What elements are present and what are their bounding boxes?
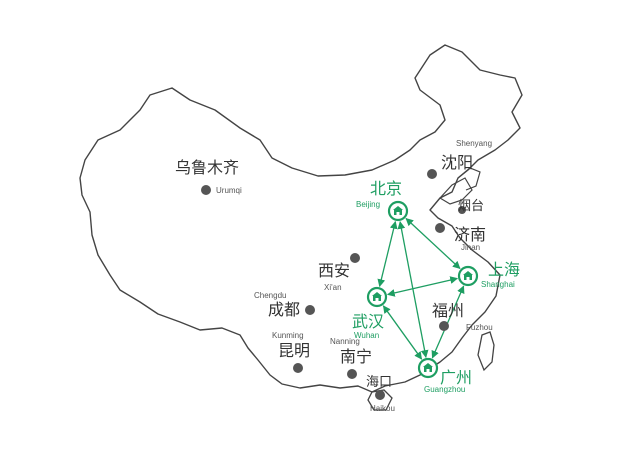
city-dot [458, 206, 466, 214]
china-outline [79, 44, 523, 393]
city-label-cn: 南宁 [340, 347, 372, 366]
city-dot [305, 305, 315, 315]
hub-shanghai: 上海 Shanghai [481, 260, 520, 289]
taiwan-island [477, 331, 495, 372]
city-dot [375, 390, 385, 400]
city-jinan: 济南 Jinan [435, 223, 486, 252]
city-dot [201, 185, 211, 195]
city-label-en: Shenyang [456, 139, 492, 148]
city-label-cn: 西安 [318, 261, 350, 280]
city-label-cn: 沈阳 [441, 153, 473, 172]
city-dot [427, 169, 437, 179]
hub-beijing: 北京 Beijing [356, 179, 402, 209]
city-label-cn: 济南 [454, 225, 486, 244]
city-dot [293, 363, 303, 373]
city-chengdu: Chengdu 成都 [254, 291, 315, 319]
city-dot [350, 253, 360, 263]
city-label-en: Urumqi [216, 186, 242, 195]
warehouse-icon [417, 357, 439, 379]
hub-icons [366, 200, 479, 379]
city-dot [435, 223, 445, 233]
route-beijing-guangzhou [397, 221, 429, 358]
city-label-cn: 昆明 [278, 341, 310, 360]
city-xian: 西安 Xi'an [318, 253, 360, 292]
hub-label-cn: 武汉 [352, 312, 384, 331]
city-label-cn: 福州 [432, 301, 464, 320]
city-haikou: 海口 Haikou [366, 375, 395, 413]
city-kunming: Kunming 昆明 [272, 331, 310, 373]
city-urumqi: 乌鲁木齐 Urumqi [175, 158, 242, 195]
route-wuhan-guangzhou [382, 305, 423, 360]
city-fuzhou: 福州 Fuzhou [432, 301, 493, 332]
city-label-en: Haikou [370, 404, 395, 413]
city-label-cn: 海口 [366, 375, 392, 390]
warehouse-icon [366, 286, 388, 308]
city-label-en: Nanning [330, 337, 360, 346]
hub-guangzhou: 广州 Guangzhou [424, 368, 472, 394]
city-dot [439, 321, 449, 331]
hub-label-en: Beijing [356, 200, 380, 209]
city-label-cn: 成都 [268, 300, 300, 319]
city-label-en: Kunming [272, 331, 304, 340]
hub-label-cn: 广州 [440, 368, 472, 387]
route-beijing-wuhan [377, 220, 398, 288]
bohai-bay [439, 177, 473, 205]
warehouse-icon [457, 265, 479, 287]
city-label-en: Fuzhou [466, 323, 493, 332]
city-yantai: 烟台 [458, 199, 484, 214]
route-shanghai-wuhan [386, 276, 459, 297]
city-label-cn: 乌鲁木齐 [175, 158, 239, 177]
hub-label-en: Wuhan [354, 331, 379, 340]
hub-label-en: Guangzhou [424, 385, 465, 394]
liaodong-peninsula [457, 167, 481, 191]
city-label-en: Chengdu [254, 291, 286, 300]
city-nanning: Nanning 南宁 [330, 337, 372, 379]
city-shenyang: Shenyang 沈阳 [427, 139, 492, 179]
hainan-island [367, 389, 393, 411]
hub-label-cn: 上海 [488, 260, 520, 279]
hub-label-cn: 北京 [370, 179, 402, 198]
hub-wuhan: 武汉 Wuhan [352, 312, 384, 340]
hub-label-en: Shanghai [481, 280, 515, 289]
city-label-en: Xi'an [324, 283, 342, 292]
route-lines [377, 217, 465, 360]
city-dot [347, 369, 357, 379]
city-label-en: Jinan [461, 243, 480, 252]
route-shanghai-guangzhou [431, 285, 465, 359]
city-label-cn: 烟台 [458, 199, 484, 214]
warehouse-icon [387, 200, 409, 222]
